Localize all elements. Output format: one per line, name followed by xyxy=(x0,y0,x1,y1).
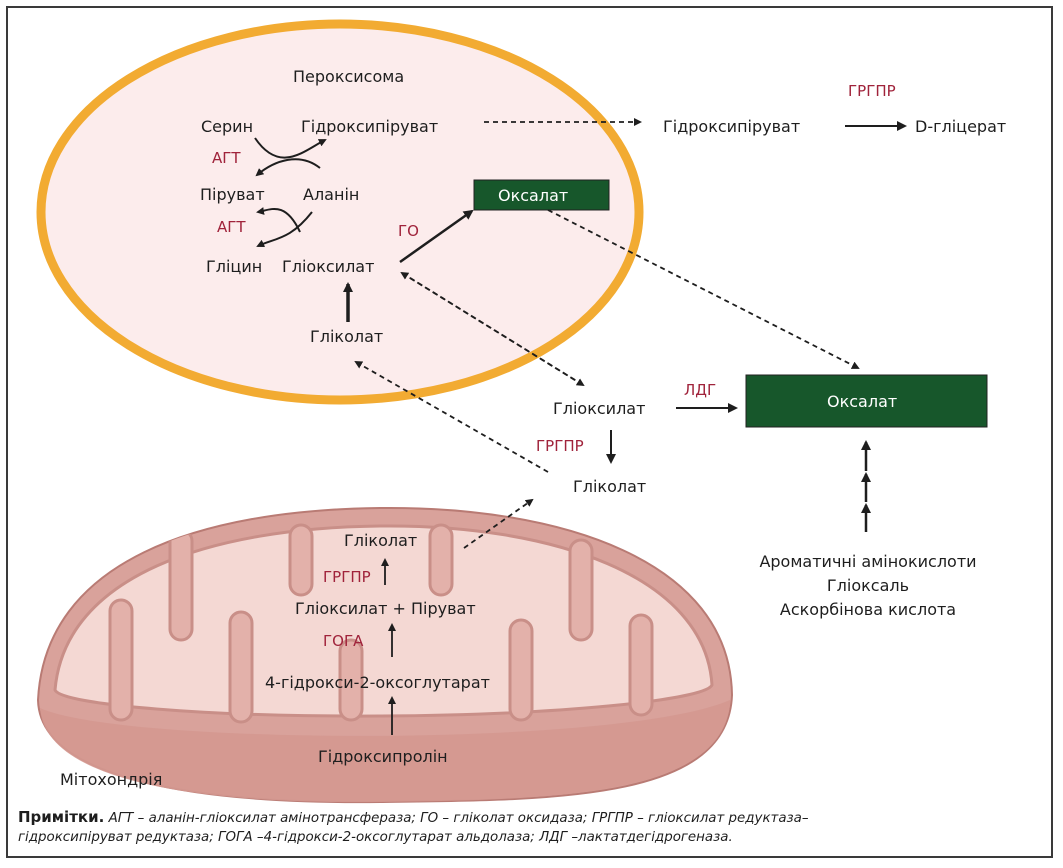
label-glycine: Гліцин xyxy=(206,257,262,276)
source-aromatic-amino-acids: Ароматичні амінокислоти xyxy=(759,552,976,571)
label-hydroxypyruvate-peroxisome: Гідроксипіруват xyxy=(301,117,438,136)
label-glycolate-mito: Гліколат xyxy=(344,531,417,550)
notes-line1: АГТ – аланін-гліоксилат амінотрансфераза… xyxy=(108,811,809,826)
transport-arrows xyxy=(354,118,860,549)
label-d-glycerate: D-гліцерат xyxy=(915,117,1006,136)
peroxisome-membrane xyxy=(36,19,644,405)
label-glycolate-cytosol: Гліколат xyxy=(573,477,646,496)
label-glyoxylate-peroxisome: Гліоксилат xyxy=(282,257,374,276)
label-glyoxylate-cytosol: Гліоксилат xyxy=(553,399,645,418)
label-hydroxyproline: Гідроксипролін xyxy=(318,747,448,766)
label-oxalate-cytosol: Оксалат xyxy=(827,392,897,411)
oxalate-box-cytosol xyxy=(745,374,988,428)
notes-line2: гідроксипіруват редуктаза; ГОГА –4-гідро… xyxy=(18,830,733,845)
enzyme-grgpr-mito: ГРГПР xyxy=(323,568,371,586)
enzyme-go: ГО xyxy=(398,222,419,240)
enzyme-grgpr-top: ГРГПР xyxy=(848,82,896,100)
enzyme-agt-2: АГТ xyxy=(217,218,246,236)
enzyme-agt-1: АГТ xyxy=(212,149,241,167)
source-ascorbic-acid: Аскорбінова кислота xyxy=(780,600,956,619)
mitochondria-title: Мітохондрія xyxy=(60,770,162,789)
label-pyruvate: Піруват xyxy=(200,185,265,204)
label-oxalate-peroxisome: Оксалат xyxy=(498,186,568,205)
notes-heading: Примітки. xyxy=(18,808,105,826)
source-glyoxal: Гліоксаль xyxy=(827,576,909,595)
label-glycolate-peroxisome: Гліколат xyxy=(310,327,383,346)
label-alanine: Аланін xyxy=(303,185,359,204)
peroxisome-title: Пероксисома xyxy=(293,67,404,86)
label-glyox-pyruvate: Гліоксилат + Піруват xyxy=(295,599,476,618)
label-hydroxypyruvate-cytosol: Гідроксипіруват xyxy=(663,117,800,136)
figure-notes: Примітки. АГТ – аланін-гліоксилат амінот… xyxy=(18,808,1038,847)
enzyme-goga: ГОГА xyxy=(323,632,364,650)
enzyme-ldg: ЛДГ xyxy=(684,381,716,399)
label-serine: Серин xyxy=(201,117,253,136)
enzyme-grgpr-cytosol: ГРГПР xyxy=(536,437,584,455)
label-hydroxy-oxoglutarate: 4-гідрокси-2-оксоглутарат xyxy=(265,673,490,692)
mitochondrion xyxy=(36,506,734,804)
oxalate-box-peroxisome xyxy=(473,179,610,211)
arrows xyxy=(254,121,907,735)
